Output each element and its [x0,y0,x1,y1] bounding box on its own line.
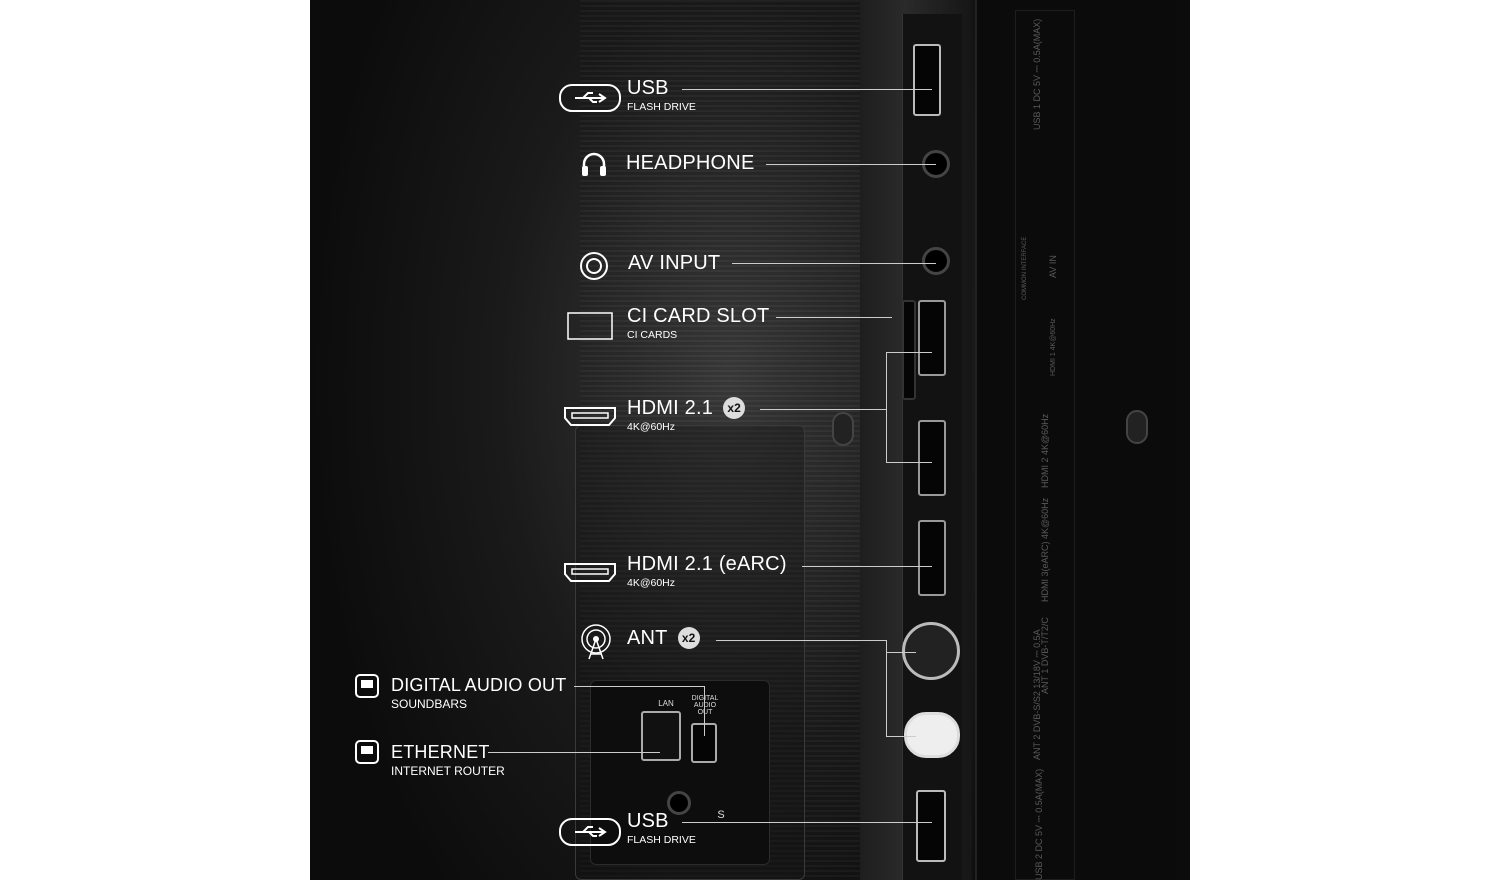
usb-icon [559,84,621,112]
label-title: HDMI 2.1 [627,397,714,419]
leader-line [886,462,932,463]
ci-label: CI CARD SLOT CI CARDS [627,305,769,341]
ci-slot [902,300,916,400]
label-sub: FLASH DRIVE [627,101,696,113]
leader-line [574,686,704,687]
hdmi-label: HDMI 2.1 x2 4K@60Hz [627,397,746,433]
av-port [922,247,950,275]
print-hdmi2: HDMI 2 4K@60Hz [1040,413,1050,488]
usb2-port [916,790,946,862]
hdmi3-port [918,520,946,596]
label-title: HEADPHONE [626,152,755,174]
label-title: DIGITAL AUDIO OUT [391,675,567,695]
leader-line [488,752,660,753]
label-title: USB [627,77,669,99]
optical-label: DIGITAL AUDIO OUT SOUNDBARS [391,675,566,711]
headphone-label: HEADPHONE [626,152,755,175]
label-sub: INTERNET ROUTER [391,764,505,778]
print-usb2: USB 2 DC 5V ⎓ 0.5A(MAX) [1034,768,1044,880]
ant2-port [904,712,960,758]
label-sub: SOUNDBARS [391,697,468,711]
hdmi1-port [918,300,946,376]
leader-line [886,736,916,737]
label-sub: CI CARDS [627,329,678,341]
label-title: USB [627,810,669,832]
label-sub: FLASH DRIVE [627,834,696,846]
print-ci: COMMON INTERFACE [1022,236,1028,300]
hdmi2-port [918,420,946,496]
ant1-port [902,622,960,680]
label-title: ETHERNET [391,742,490,762]
leader-line [886,640,887,736]
label-sub: 4K@60Hz [627,577,676,589]
label-title: CI CARD SLOT [627,305,770,327]
s-label: S [717,809,725,821]
print-hdmi1: HDMI 1 4K@60Hz [1050,318,1057,376]
print-usb1: USB 1 DC 5V ⎓ 0.5A(MAX) [1032,18,1042,130]
screw [832,412,854,446]
ethernet-label: ETHERNET INTERNET ROUTER [391,742,505,778]
hdmi-icon [564,407,616,426]
print-ant2: ANT 2 DVB-S/S2 13/18V ⎓ 0.5A [1032,629,1042,760]
leader-line [716,640,886,641]
label-title: ANT [627,627,668,649]
optical-icon [355,674,379,698]
leader-line [682,822,932,823]
label-title: HDMI 2.1 (eARC) [627,553,787,575]
usb2-label: USB FLASH DRIVE [627,810,696,846]
ci-card-icon [567,312,613,340]
count-badge: x2 [723,397,746,419]
usb-icon [559,818,621,846]
leader-line [760,409,886,410]
label-title: AV INPUT [628,252,721,274]
ethernet-port [641,711,681,761]
service-jack [667,791,691,815]
leader-line [766,164,936,165]
leader-line [682,89,932,90]
label-sub: 4K@60Hz [627,421,676,433]
leader-line [886,352,932,353]
hdmi-earc-label: HDMI 2.1 (eARC) 4K@60Hz [627,553,787,589]
count-badge: x2 [677,627,700,649]
print-av: AV IN [1048,255,1058,278]
leader-line [732,263,936,264]
usb1-label: USB FLASH DRIVE [627,77,696,113]
leader-line [886,652,916,653]
ant-label: ANT x2 [627,627,700,650]
digital-label: DIGITAL AUDIO OUT [691,695,719,716]
av-label: AV INPUT [628,252,720,275]
leader-line [704,686,705,736]
leader-line [802,566,932,567]
screw [1126,410,1148,444]
leader-line [776,317,892,318]
usb1-port [913,44,941,116]
print-hdmi3: HDMI 3(eARC) 4K@60Hz [1040,497,1050,602]
antenna-icon [581,624,611,660]
av-input-icon [580,252,608,280]
leader-line [886,352,887,462]
hdmi-icon [564,563,616,582]
lan-label: LAN [658,699,674,708]
headphone-icon [582,152,606,176]
ethernet-icon [355,740,379,764]
